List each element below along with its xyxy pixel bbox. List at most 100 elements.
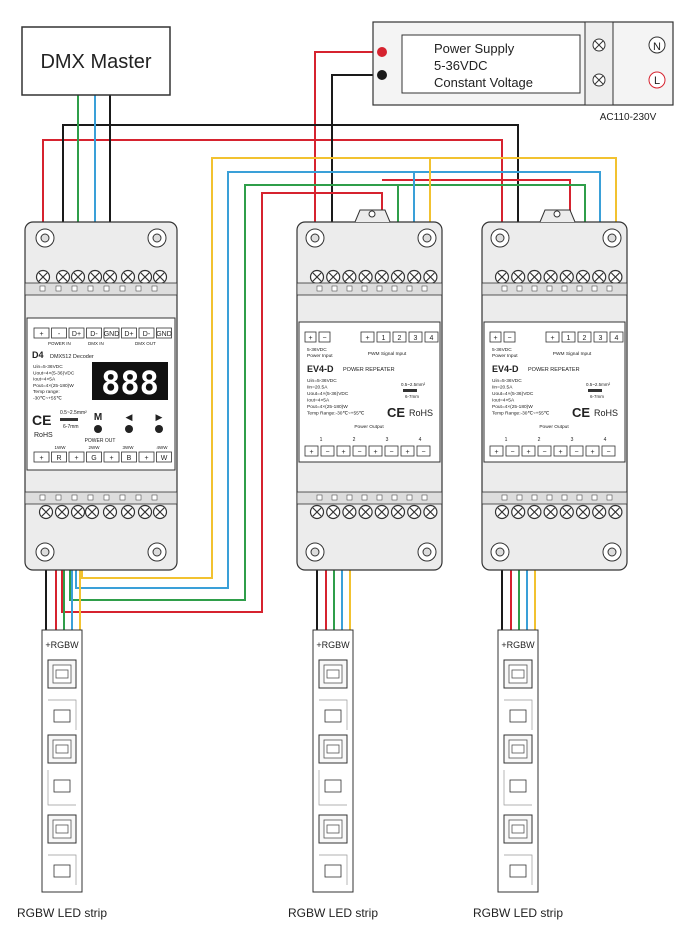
decoder-spec-3: Pout=4×(25-180)W	[33, 383, 74, 389]
repeater-2-spec-5: Temp Range:-30℃~+55℃	[492, 411, 550, 417]
decoder-bottom-screw-2	[70, 504, 86, 520]
strip-2-resistor-2	[324, 864, 342, 878]
repeater-1-wire-spec: 0.5~2.5mm²	[401, 382, 426, 387]
repeater-1-spec-4: Pout=4×(25-180)W	[307, 404, 348, 410]
repeater-2-bottom-screw-1	[511, 504, 526, 520]
psu-negative-terminal	[377, 70, 387, 80]
repeater-2-power-output: Power Output	[539, 424, 569, 430]
strip-1-pins: +RGBW	[45, 640, 79, 650]
repeater-2-out-label-4: +	[553, 445, 568, 457]
repeater-2-power-label-0-text: +	[493, 335, 497, 342]
repeater-2-pwm-label-3-text: 3	[599, 335, 603, 342]
repeater-1-power-input: Power Input	[307, 353, 333, 359]
repeater-1-out-channel-3: 4	[419, 437, 422, 443]
strip-1-label: RGBW LED strip	[17, 906, 107, 920]
repeater-2-spec-3: Iout=4×5A	[492, 398, 515, 404]
repeater-2-out-label-6-text: +	[590, 449, 594, 456]
decoder-bottom-label-7-text: W	[161, 455, 168, 462]
repeater-2-bottom-screw-3	[543, 504, 558, 520]
repeater-1-out-channel-1: 2	[353, 437, 356, 443]
repeater-2-rohs: RoHS	[594, 408, 618, 418]
repeater-2-out-channel-0: 1	[505, 437, 508, 443]
psu-line3: Constant Voltage	[434, 75, 533, 90]
repeater-1-pwm-label-1-text: 1	[382, 335, 386, 342]
repeater-1-pwm-label-4-text: 4	[430, 335, 434, 342]
repeater-2-out-label-1: −	[505, 445, 520, 457]
decoder-bottom-label-1: R	[51, 451, 67, 463]
repeater-1-out-label-3: −	[352, 445, 367, 457]
decoder-top-label-1: -	[51, 327, 67, 339]
ac-n-label: N	[653, 41, 661, 53]
decoder-bottom-label-4-text: +	[109, 455, 113, 462]
repeater-2-top-screw-2	[527, 269, 542, 285]
decoder-bottom-screw-6	[137, 504, 153, 520]
decoder-top-screw-2	[70, 269, 86, 285]
repeater-2-out-label-1-text: −	[510, 449, 514, 456]
decoder-button-left[interactable]	[125, 425, 133, 433]
repeater-1-out-channel-2: 3	[386, 437, 389, 443]
decoder-bottom-label-3-text: G	[91, 455, 96, 462]
decoder-bottom-label-0: +	[33, 451, 50, 463]
strip-1-resistor-1	[53, 779, 71, 793]
repeater-2-top-screw-7	[608, 269, 623, 285]
strip-3-resistor-1	[509, 779, 527, 793]
repeater-2-pwm-label-2: 2	[577, 331, 592, 343]
repeater-1-pwm-input: PWM Signal Input	[368, 351, 407, 357]
dmx-master: DMX Master	[21, 26, 171, 96]
decoder-button-right-label: ▶	[156, 412, 163, 422]
repeater-1-power-output: Power Output	[354, 424, 384, 430]
decoder-top-label-2: D+	[68, 327, 85, 339]
decoder-button-m[interactable]	[94, 425, 102, 433]
decoder-top-screw-6	[137, 269, 153, 285]
decoder-channel-2: 3WW	[123, 445, 135, 450]
repeater-2-out-label-0-text: +	[494, 449, 498, 456]
decoder-top-label-7: GND	[156, 327, 172, 339]
decoder-top-label-4: GND	[103, 327, 120, 339]
repeater-1-pwm-label-2: 2	[392, 331, 407, 343]
repeater-1-out-label-6-text: +	[405, 449, 409, 456]
decoder-dmx-in: DMX IN	[88, 341, 104, 346]
repeater-2-spec-0: Uin=5-36VDC	[492, 378, 522, 384]
repeater-2-out-label-2: +	[521, 445, 536, 457]
decoder-model: D4	[32, 350, 44, 360]
repeater-1-power-label-0-text: +	[308, 335, 312, 342]
led-strip-3: +RGBW RGBW LED strip	[473, 629, 563, 920]
repeater-1-out-label-2-text: +	[341, 449, 345, 456]
decoder-top-screw-4	[102, 269, 118, 285]
strip-1-resistor-2	[53, 864, 71, 878]
decoder-bottom-label-6-text: +	[144, 455, 148, 462]
decoder-top-label-5-text: D+	[124, 331, 133, 338]
repeater-2-top-screw-0	[494, 269, 510, 285]
decoder-display	[92, 362, 168, 400]
ac-l-terminal	[648, 71, 666, 89]
repeater-2-pwm-label-0: +	[545, 331, 560, 343]
repeater-1-spec-2: Uout=4×(5-36)VDC	[307, 391, 349, 397]
repeater-1-out-label-0-text: +	[309, 449, 313, 456]
strip-3-label: RGBW LED strip	[473, 906, 563, 920]
repeater-2-spec-4: Pout=4×(25-180)W	[492, 404, 533, 410]
decoder-display-digits: 888	[101, 364, 159, 402]
repeater-2-strip-length: 6-7mm	[590, 394, 604, 399]
repeater-2-top-screw-6	[592, 269, 607, 285]
strip-2-pins: +RGBW	[316, 640, 350, 650]
repeater-1-top-screw-3	[358, 269, 373, 285]
repeater-1-out-label-2: +	[336, 445, 351, 457]
decoder-model-desc: DMX512 Decoder	[50, 354, 94, 360]
repeater-2-pwm-label-2-text: 2	[583, 335, 587, 342]
strip-3-pins: +RGBW	[501, 640, 535, 650]
repeater-2-bottom-screw-2	[527, 504, 542, 520]
repeater-2-top-screw-5	[575, 269, 591, 285]
repeater-1-out-channel-0: 1	[320, 437, 323, 443]
repeater-1-power-label-1-text: −	[322, 335, 326, 342]
decoder-button-right[interactable]	[155, 425, 163, 433]
decoder-channel-1: 2WW	[89, 445, 101, 450]
decoder-button-m-label: M	[94, 412, 102, 423]
repeater-2-out-label-7: −	[601, 445, 616, 457]
repeater-1-pwm-label-4: 4	[424, 331, 439, 343]
repeater-2-bottom-screw-0	[494, 504, 510, 520]
